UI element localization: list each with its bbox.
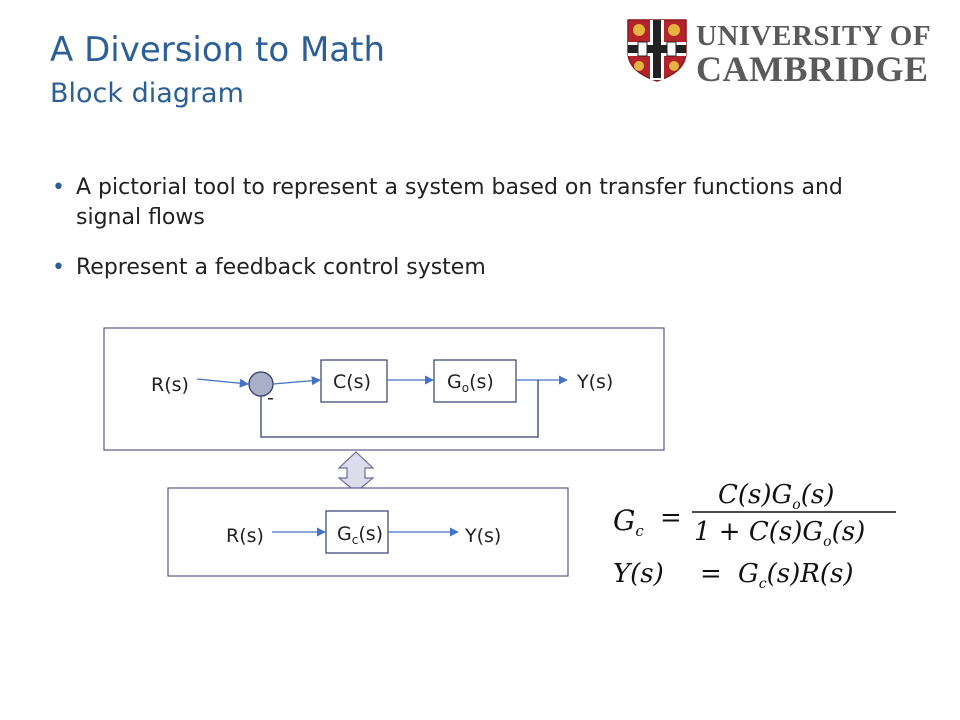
eq2-lhs: Y(s) bbox=[613, 559, 664, 589]
feedback-path bbox=[260, 380, 539, 438]
bullet-item: • A pictorial tool to represent a system … bbox=[52, 173, 872, 233]
controller-block bbox=[320, 359, 388, 403]
logo-line1: UNIVERSITY OF bbox=[696, 20, 932, 52]
bullet-text: A pictorial tool to represent a system b… bbox=[76, 175, 843, 230]
page-subtitle: Block diagram bbox=[50, 78, 244, 109]
eq1-denominator: 1 + C(s)Go(s) bbox=[694, 517, 865, 550]
eq-input-label: R(s) bbox=[226, 525, 264, 547]
fb-input-arrow bbox=[196, 378, 249, 388]
eq1-lhs: Gc bbox=[613, 504, 644, 540]
bullet-dot-icon: • bbox=[52, 255, 65, 280]
controller-label: C(s) bbox=[333, 371, 371, 393]
eq2-rhs: Gc(s)R(s) bbox=[738, 559, 853, 592]
eq1-numerator: C(s)Go(s) bbox=[718, 480, 834, 513]
bullet-dot-icon: • bbox=[52, 175, 65, 200]
fb-input-label: R(s) bbox=[151, 374, 189, 396]
eq2-equals: = bbox=[700, 559, 722, 589]
closed-loop-block bbox=[325, 510, 389, 554]
fb-output-label: Y(s) bbox=[576, 371, 613, 393]
plant-label: Go(s) bbox=[447, 371, 494, 395]
page-title: A Diversion to Math bbox=[50, 30, 386, 70]
university-logo: UNIVERSITY OF CAMBRIDGE bbox=[626, 18, 931, 89]
bullet-item: • Represent a feedback control system bbox=[52, 253, 872, 283]
fb-sum-arrow bbox=[272, 376, 321, 386]
logo-line2: CAMBRIDGE bbox=[696, 49, 929, 89]
eq-output-label: Y(s) bbox=[464, 525, 501, 547]
bullet-list: • A pictorial tool to represent a system … bbox=[52, 173, 872, 283]
fb-minus-sign: - bbox=[267, 387, 274, 409]
eq1-equals: = bbox=[660, 503, 682, 533]
closed-loop-label: Gc(s) bbox=[337, 523, 383, 547]
crest-shield-icon bbox=[627, 19, 687, 82]
bullet-text: Represent a feedback control system bbox=[76, 255, 486, 280]
plant-block bbox=[433, 359, 517, 403]
equivalence-double-arrow-icon bbox=[337, 451, 375, 493]
